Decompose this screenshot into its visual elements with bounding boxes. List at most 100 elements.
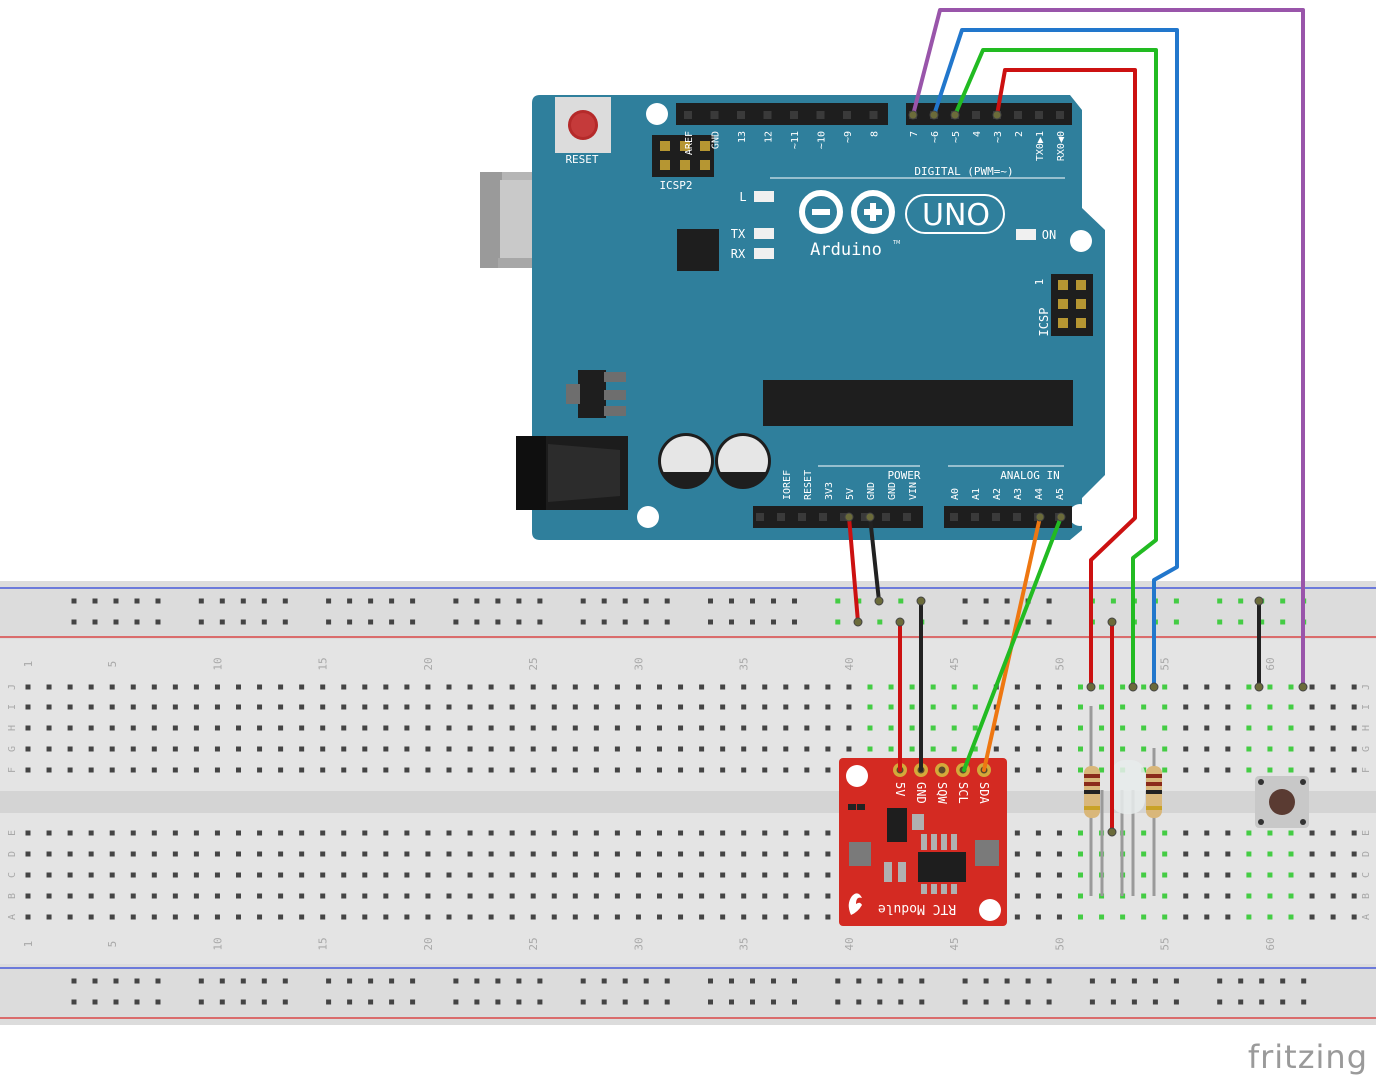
- rail-hole[interactable]: [1238, 978, 1244, 984]
- rail-hole[interactable]: [1046, 978, 1052, 984]
- breadboard-hole[interactable]: [530, 893, 536, 899]
- breadboard-hole[interactable]: [257, 704, 263, 710]
- breadboard-hole[interactable]: [404, 684, 410, 690]
- breadboard-hole[interactable]: [362, 684, 368, 690]
- breadboard-hole[interactable]: [1162, 704, 1168, 710]
- rail-hole[interactable]: [495, 999, 501, 1005]
- rail-hole[interactable]: [898, 999, 904, 1005]
- breadboard-hole[interactable]: [951, 704, 957, 710]
- breadboard-hole[interactable]: [614, 725, 620, 731]
- breadboard-hole[interactable]: [1330, 684, 1336, 690]
- breadboard-hole[interactable]: [1351, 704, 1357, 710]
- breadboard-hole[interactable]: [993, 746, 999, 752]
- rail-hole[interactable]: [1280, 978, 1286, 984]
- breadboard-hole[interactable]: [257, 767, 263, 773]
- breadboard-hole[interactable]: [172, 704, 178, 710]
- breadboard-hole[interactable]: [109, 914, 115, 920]
- breadboard-hole[interactable]: [257, 851, 263, 857]
- rail-hole[interactable]: [1217, 978, 1223, 984]
- breadboard-hole[interactable]: [678, 893, 684, 899]
- breadboard-hole[interactable]: [951, 746, 957, 752]
- rail-hole[interactable]: [453, 978, 459, 984]
- breadboard-hole[interactable]: [1183, 767, 1189, 773]
- breadboard-hole[interactable]: [299, 746, 305, 752]
- breadboard-hole[interactable]: [46, 893, 52, 899]
- breadboard-hole[interactable]: [635, 704, 641, 710]
- breadboard-hole[interactable]: [1246, 725, 1252, 731]
- breadboard-hole[interactable]: [1246, 767, 1252, 773]
- breadboard-hole[interactable]: [972, 746, 978, 752]
- breadboard-hole[interactable]: [930, 684, 936, 690]
- breadboard-hole[interactable]: [88, 684, 94, 690]
- rail-hole[interactable]: [622, 598, 628, 604]
- breadboard-hole[interactable]: [1267, 704, 1273, 710]
- breadboard-hole[interactable]: [1225, 872, 1231, 878]
- breadboard-hole[interactable]: [383, 830, 389, 836]
- breadboard-hole[interactable]: [720, 851, 726, 857]
- breadboard-hole[interactable]: [278, 872, 284, 878]
- breadboard-hole[interactable]: [278, 704, 284, 710]
- breadboard-hole[interactable]: [1288, 704, 1294, 710]
- breadboard-hole[interactable]: [193, 684, 199, 690]
- breadboard-hole[interactable]: [867, 704, 873, 710]
- breadboard-hole[interactable]: [551, 725, 557, 731]
- rail-hole[interactable]: [1110, 598, 1116, 604]
- rail-hole[interactable]: [155, 598, 161, 604]
- breadboard-hole[interactable]: [699, 872, 705, 878]
- breadboard-hole[interactable]: [278, 851, 284, 857]
- breadboard-hole[interactable]: [720, 704, 726, 710]
- breadboard-hole[interactable]: [572, 704, 578, 710]
- rail-hole[interactable]: [71, 978, 77, 984]
- breadboard-hole[interactable]: [1014, 767, 1020, 773]
- breadboard-hole[interactable]: [467, 893, 473, 899]
- breadboard-hole[interactable]: [699, 725, 705, 731]
- breadboard-hole[interactable]: [25, 872, 31, 878]
- rail-hole[interactable]: [537, 999, 543, 1005]
- breadboard-hole[interactable]: [1078, 684, 1083, 690]
- breadboard-hole[interactable]: [804, 684, 810, 690]
- breadboard-hole[interactable]: [46, 872, 52, 878]
- rail-hole[interactable]: [622, 619, 628, 625]
- breadboard-hole[interactable]: [130, 830, 136, 836]
- breadboard-hole[interactable]: [1078, 914, 1083, 920]
- breadboard-hole[interactable]: [46, 851, 52, 857]
- breadboard-hole[interactable]: [1246, 851, 1252, 857]
- rail-hole[interactable]: [1089, 999, 1095, 1005]
- rail-hole[interactable]: [919, 999, 925, 1005]
- breadboard-hole[interactable]: [699, 830, 705, 836]
- breadboard-hole[interactable]: [951, 725, 957, 731]
- breadboard-hole[interactable]: [1225, 914, 1231, 920]
- rail-hole[interactable]: [1238, 619, 1244, 625]
- breadboard-hole[interactable]: [1078, 830, 1083, 836]
- header-pin[interactable]: [777, 513, 785, 521]
- breadboard-hole[interactable]: [1351, 767, 1357, 773]
- breadboard-hole[interactable]: [25, 767, 31, 773]
- breadboard-hole[interactable]: [467, 746, 473, 752]
- breadboard-hole[interactable]: [1162, 872, 1168, 878]
- breadboard-hole[interactable]: [1099, 704, 1105, 710]
- breadboard-hole[interactable]: [278, 830, 284, 836]
- breadboard-hole[interactable]: [404, 767, 410, 773]
- breadboard-hole[interactable]: [530, 704, 536, 710]
- breadboard-hole[interactable]: [151, 725, 157, 731]
- breadboard-hole[interactable]: [699, 746, 705, 752]
- breadboard-hole[interactable]: [825, 893, 831, 899]
- breadboard-hole[interactable]: [214, 872, 220, 878]
- rail-hole[interactable]: [474, 978, 480, 984]
- breadboard-hole[interactable]: [678, 704, 684, 710]
- breadboard-hole[interactable]: [320, 872, 326, 878]
- breadboard-hole[interactable]: [551, 830, 557, 836]
- breadboard-hole[interactable]: [1267, 893, 1273, 899]
- rail-hole[interactable]: [453, 999, 459, 1005]
- breadboard-hole[interactable]: [1225, 893, 1231, 899]
- breadboard-hole[interactable]: [1288, 684, 1294, 690]
- breadboard-hole[interactable]: [530, 746, 536, 752]
- breadboard-hole[interactable]: [657, 725, 662, 731]
- breadboard-hole[interactable]: [657, 893, 662, 899]
- rail-hole[interactable]: [240, 978, 246, 984]
- rail-hole[interactable]: [643, 999, 649, 1005]
- breadboard-hole[interactable]: [109, 893, 115, 899]
- breadboard-hole[interactable]: [572, 830, 578, 836]
- rail-hole[interactable]: [495, 598, 501, 604]
- breadboard-hole[interactable]: [172, 872, 178, 878]
